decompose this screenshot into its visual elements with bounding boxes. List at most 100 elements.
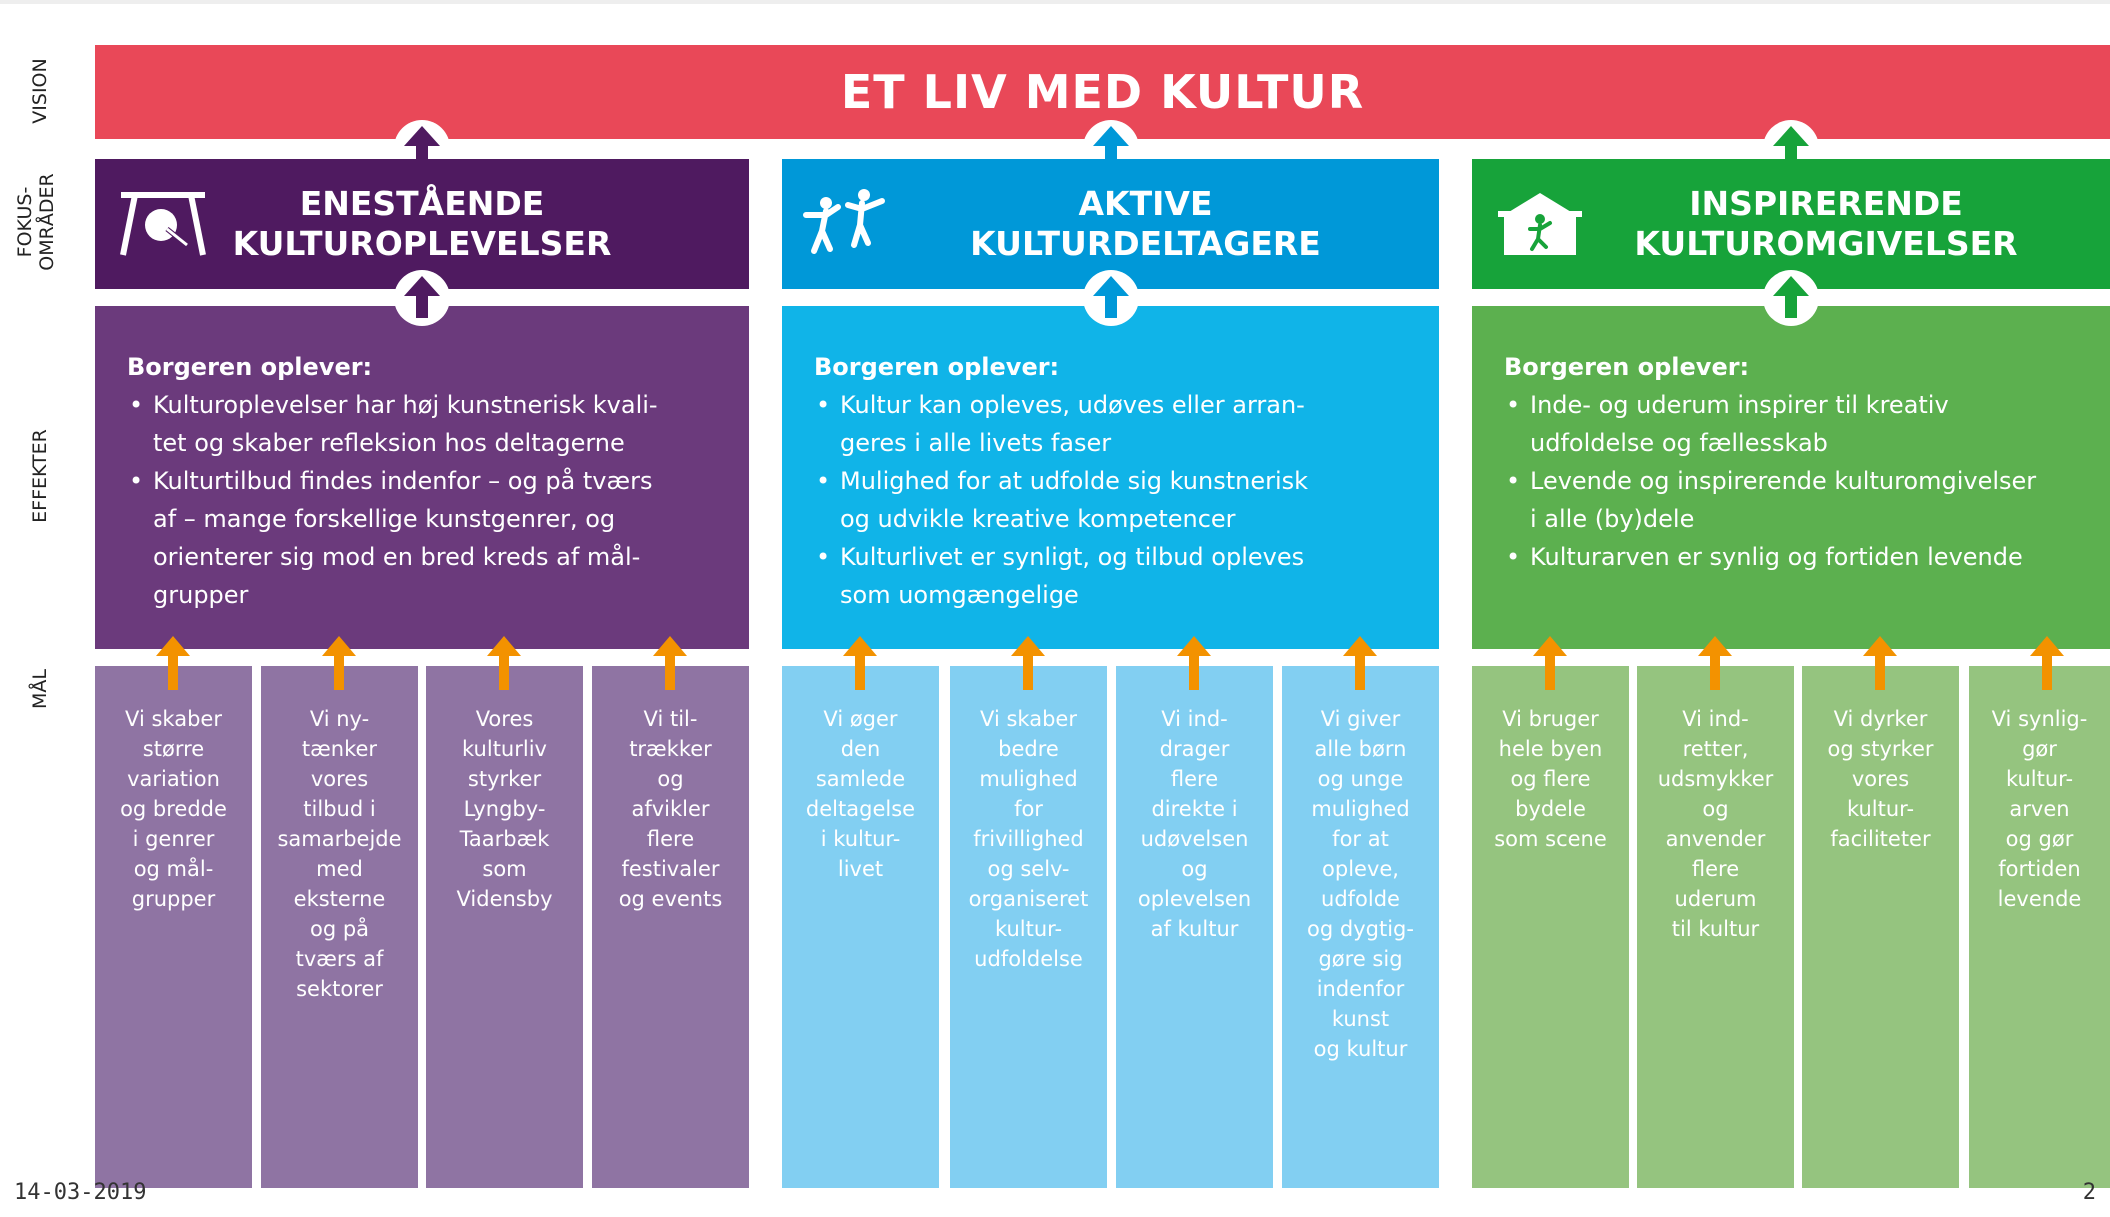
effect-bullet: Kulturoplevelser har høj kunstnerisk kva…: [127, 386, 729, 462]
goal-line: større: [142, 737, 205, 761]
goal-line: som: [482, 857, 527, 881]
effect-bullet: Kultur kan opleves, udøves eller arran-g…: [814, 386, 1419, 462]
column-2-effects-box: Borgeren oplever:Kultur kan opleves, udø…: [782, 306, 1439, 649]
goal-line: bydele: [1515, 797, 1586, 821]
goal-arrow-stem: [499, 656, 509, 690]
goal-line: og: [1702, 797, 1729, 821]
effect-bullet: Kulturtilbud findes indenfor – og på tvæ…: [127, 462, 729, 614]
goal-line: og styrker: [1827, 737, 1934, 761]
goal-line: udfoldelse: [974, 947, 1083, 971]
column-1-vision-arrow-up-icon: [404, 126, 440, 168]
column-3-effect-arrow-up-icon: [1773, 276, 1809, 318]
column-3-focus-title-line2: KULTUROMGIVELSER: [1634, 224, 2018, 263]
side-label-focus-line2: OMRÅDER: [36, 173, 58, 271]
goal-line: samlede: [815, 767, 906, 791]
goal-line: vores: [1851, 767, 1910, 791]
effect-bullet-line: udfoldelse og fællesskab: [1530, 429, 1828, 457]
column-1-focus-title-line2: KULTUROPLEVELSER: [232, 224, 612, 263]
goal-line: anvender: [1665, 827, 1766, 851]
column-3-effects-heading: Borgeren oplever:: [1504, 353, 1750, 381]
goal-line: direkte i: [1151, 797, 1238, 821]
goal-arrow-up-icon: [1533, 636, 1567, 656]
goal-line: mulighed: [1311, 797, 1410, 821]
goal-arrow-stem: [334, 656, 344, 690]
effect-bullet: Mulighed for at udfolde sig kunstnerisko…: [814, 462, 1419, 538]
effect-bullet-line: Levende og inspirerende kulturomgivelser: [1530, 467, 2037, 495]
goal-arrow-up-icon: [2030, 636, 2064, 656]
side-label-focus-line1: FOKUS-: [14, 186, 36, 258]
column-1-focus-title-line1: ENESTÅENDE: [299, 184, 545, 223]
goal-line: i kultur-: [820, 827, 901, 851]
side-label-goals: MÅL: [29, 669, 51, 709]
side-label-effects: EFFEKTER: [29, 429, 51, 523]
goal-line: livet: [837, 857, 884, 881]
goal-arrow-stem: [168, 656, 178, 690]
goal-line: og dygtig-: [1307, 917, 1414, 941]
goal-line: Vi skaber: [980, 707, 1077, 731]
column-1-effects-heading: Borgeren oplever:: [127, 353, 373, 381]
goal-line: Vi dyrker: [1833, 707, 1928, 731]
goal-line: udsmykker: [1657, 767, 1774, 791]
effect-bullet: Inde- og uderum inspirer til kreativudfo…: [1504, 386, 2090, 462]
goal-arrow-up-icon: [1011, 636, 1045, 656]
column-1-focus-icon-wrap: [117, 185, 209, 265]
goal-line: mulighed: [979, 767, 1078, 791]
goal-line: oplevelsen: [1137, 887, 1252, 911]
goal-line: af kultur: [1150, 917, 1239, 941]
goal-arrow-up-icon: [156, 636, 190, 656]
goal-line: Lyngby-: [463, 797, 546, 821]
footer-date: 14-03-2019: [14, 1180, 147, 1205]
goal-arrow-up-icon: [1698, 636, 1732, 656]
effect-bullet: Kulturarven er synlig og fortiden levend…: [1504, 538, 2090, 576]
goal-line: udøvelsen: [1140, 827, 1249, 851]
goal-line: kunst: [1331, 1007, 1390, 1031]
goal-line: indenfor: [1316, 977, 1405, 1001]
goal-line: deltagelse: [805, 797, 916, 821]
column-1-effects-list: Kulturoplevelser har høj kunstnerisk kva…: [127, 386, 729, 614]
goal-line: og unge: [1317, 767, 1404, 791]
goal-arrow-stem: [1545, 656, 1555, 690]
goal-line: trækker: [629, 737, 712, 761]
goal-line: Vi ind-: [1682, 707, 1749, 731]
effect-bullet-line: Kulturoplevelser har høj kunstnerisk kva…: [153, 391, 658, 419]
goal-line: sektorer: [296, 977, 383, 1001]
goal-arrow-up-icon: [653, 636, 687, 656]
goal-line: faciliteter: [1830, 827, 1931, 851]
goal-line: frivillighed: [973, 827, 1084, 851]
goal-line: alle børn: [1314, 737, 1407, 761]
goal-line: i genrer: [132, 827, 215, 851]
side-label-vision: VISION: [29, 58, 51, 124]
goal-line: levende: [1997, 887, 2082, 911]
goal-arrow-stem: [855, 656, 865, 690]
goal-line: fortiden: [1998, 857, 2081, 881]
column-2-focus-title-line1: AKTIVE: [1078, 184, 1213, 223]
dancing-people-icon: [803, 189, 885, 254]
column-3-focus-title-line1: INSPIRERENDE: [1689, 184, 1963, 223]
goal-line: og gør: [2005, 827, 2074, 851]
goal-line: opleve,: [1322, 857, 1399, 881]
goal-line: grupper: [131, 887, 216, 911]
column-2-effect-connector: [1082, 270, 1139, 326]
goal-line: og flere: [1510, 767, 1591, 791]
goal-arrow-stem: [665, 656, 675, 690]
goal-line: gøre sig: [1318, 947, 1403, 971]
goal-line: Vi ny-: [309, 707, 370, 731]
goal-arrow-stem: [1023, 656, 1033, 690]
column-2-effects-list: Kultur kan opleves, udøves eller arran-g…: [814, 386, 1419, 614]
goal-line: og events: [618, 887, 723, 911]
goal-line: hele byen: [1498, 737, 1603, 761]
footer-page-number: 2: [2082, 1180, 2096, 1205]
goal-line: styrker: [467, 767, 542, 791]
goal-line: bedre: [998, 737, 1059, 761]
house-figure-icon: [1498, 193, 1582, 255]
column-2-vision-arrow-up-icon: [1092, 126, 1129, 168]
